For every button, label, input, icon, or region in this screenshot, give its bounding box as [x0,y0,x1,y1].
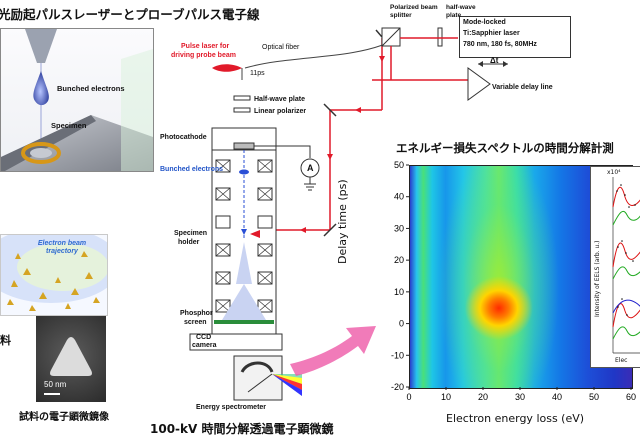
bunched-electron-drop [33,71,49,106]
y-tick-label: -10 [391,350,404,360]
beam-cone-1 [236,242,252,284]
electron-gun-tip [25,29,57,63]
half-wave-plate-top [437,27,443,47]
label-specimen-holder-line1: Specimen [174,230,208,237]
photocathode-element [233,142,255,150]
label-specimen-holder-line2: holder [178,239,200,246]
y-tick-label: -20 [391,382,404,392]
y-axis-label: Delay time (ps) [336,179,349,264]
y-tick-label: 50 [394,160,404,170]
inset-multiplier: x10⁴ [607,169,621,176]
label-electron-beam-trajectory: Electron beam trajectory [35,240,89,256]
trajectory-illustration [1,235,107,311]
label-photocathode: Photocathode [160,134,207,141]
phosphor-screen-element [214,320,274,324]
label-bunched-electrons-column: Bunched electrons [160,166,224,173]
label-specimen: Specimen [51,121,87,130]
x-tick-label: 40 [552,392,562,402]
micrograph-caption: 試料の電子顕微鏡像 [19,412,109,423]
label-phosphor-line2: screen [184,319,207,326]
x-tick-label: 50 [589,392,599,402]
x-tick-label: 20 [478,392,488,402]
label-half-wave-plate: Half-wave plate [254,96,305,103]
title-top-left: 光励起パルスレーザーとプローブパルス電子線 [0,7,260,22]
pink-arrow [290,326,376,376]
scale-bar-label: 50 nm [44,380,67,389]
optical-fiber [244,41,391,69]
label-11ps: 11ps [250,70,265,77]
label-half-wave-plate-top-text: half-wave plate [446,4,476,19]
label-linear-polarizer: Linear polarizer [254,108,307,115]
heatmap-axes: 0 10 20 30 40 50 60 50 40 30 20 10 0 -10 -20 [391,160,636,402]
specimen-ring [21,142,61,164]
microscope-schematic [189,29,395,401]
pulse-laser-shape [212,64,242,72]
label-sample-suffix: 料 [0,334,11,347]
electron-bunch [239,169,249,175]
label-electron-beam-trajectory-text: Electron beam trajectory [37,240,87,255]
x-axis-label: Electron energy loss (eV) [446,412,585,425]
x-tick-label: 10 [441,392,451,402]
nanoparticle-triangle [44,337,92,395]
y-tick-label: 0 [399,319,404,329]
label-half-wave-plate-top: half-wave plate [446,4,476,20]
trajectory-panel: Electron beam trajectory [0,234,108,316]
label-pulse-laser-line2: driving probe beam [171,52,236,59]
x-tick-label: 30 [515,392,525,402]
label-optical-fiber: Optical fiber [262,44,300,51]
label-ammeter: A [307,163,314,173]
inset-ylabel: Intensity of EELS (arb. u.) [594,240,601,317]
title-microscope: 100-kV 時間分解透過電子顕微鏡 [150,422,334,436]
title-spectrum: エネルギー損失スペクトルの時間分解計測 [396,141,614,155]
laser-title-line1: Mode-locked [463,19,506,26]
y-tick-label: 40 [394,192,404,202]
label-variable-delay-line: Variable delay line [492,84,553,91]
x-tick-label: 0 [406,392,411,402]
inset-xlabel: Elec [615,357,628,364]
label-phosphor-line1: Phosphor [180,310,213,317]
y-tick-label: 20 [394,255,404,265]
label-ccd-line1: CCD [196,334,212,341]
micrograph-image: 50 nm [36,316,106,402]
label-delta-t: Δt [490,56,499,65]
laser-title-line2: Ti:Sapphier laser [463,30,520,37]
label-pulse-laser-line1: Pulse laser for [181,43,230,50]
specimen-illustration [1,29,153,171]
laser-title-line3: 780 nm, 180 fs, 80MHz [463,41,537,48]
label-ccd-line2: camera [192,342,217,349]
y-tick-label: 10 [394,287,404,297]
inset-eels-plot: x10⁴ Intensity of EELS (arb. u.) Elec [590,166,640,368]
label-polarized-beam-splitter: Polarized beam splitter [390,4,440,20]
beam-cone-2 [222,284,266,320]
label-bunched-electrons: Bunched electrons [57,84,125,93]
label-energy-spectrometer: Energy spectrometer [196,404,267,411]
laser-box: Mode-locked Ti:Sapphier laser 780 nm, 18… [459,16,571,58]
y-tick-label: 30 [394,223,404,233]
label-polarized-beam-splitter-text: Polarized beam splitter [390,4,438,19]
ccd-camera-box [189,333,283,351]
delay-prism [467,67,491,101]
specimen-illustration-panel: Bunched electrons Specimen [0,28,154,172]
x-tick-label: 60 [626,392,636,402]
inset-curves [612,177,640,354]
optics-top [372,27,508,101]
